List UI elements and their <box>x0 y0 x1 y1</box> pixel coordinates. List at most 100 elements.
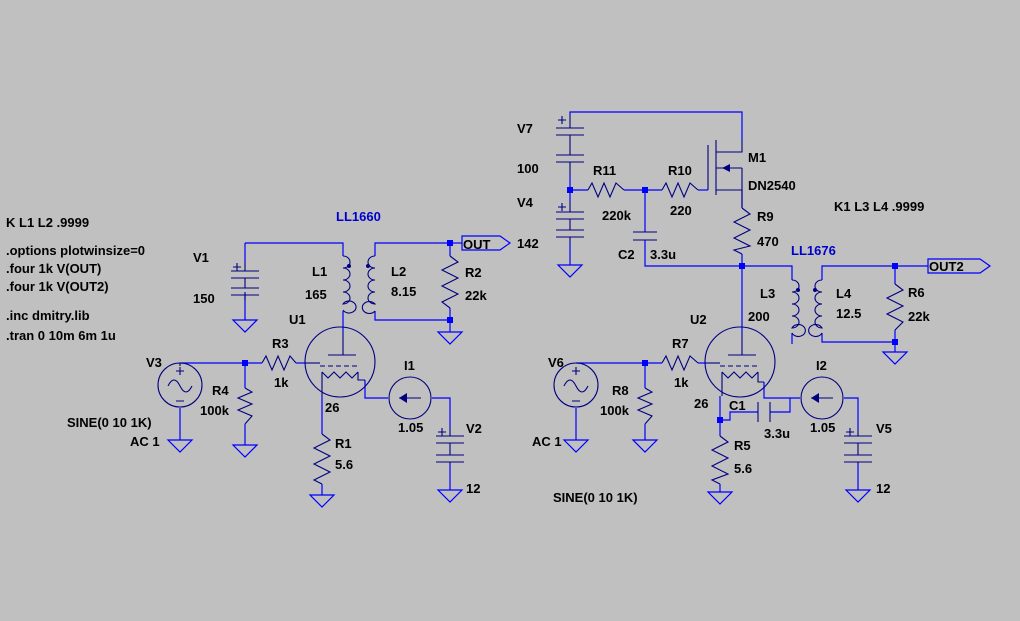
r1-value[interactable]: 5.6 <box>335 457 353 472</box>
directive-tran[interactable]: .tran 0 10m 6m 1u <box>6 328 116 343</box>
v1-value[interactable]: 150 <box>193 291 215 306</box>
l3-name[interactable]: L3 <box>760 286 775 301</box>
resistor-r4-symbol <box>236 387 254 425</box>
ground-symbol <box>881 351 909 365</box>
r7-name[interactable]: R7 <box>672 336 689 351</box>
net-label-out2[interactable]: OUT2 <box>929 259 964 274</box>
directive-inc[interactable]: .inc dmitry.lib <box>6 308 90 323</box>
r8-value[interactable]: 100k <box>600 403 630 418</box>
battery-v1-symbol <box>231 262 259 300</box>
resistor-r8-symbol <box>636 387 654 425</box>
l2-value[interactable]: 8.15 <box>391 284 416 299</box>
u1-name[interactable]: U1 <box>289 312 306 327</box>
c2-name[interactable]: C2 <box>618 247 635 262</box>
l4-name[interactable]: L4 <box>836 286 852 301</box>
c1-value[interactable]: 3.3u <box>764 426 790 441</box>
directive-options[interactable]: .options plotwinsize=0 <box>6 243 145 258</box>
directive-four-out2[interactable]: .four 1k V(OUT2) <box>6 279 109 294</box>
c2-value[interactable]: 3.3u <box>650 247 676 262</box>
v2-value[interactable]: 12 <box>466 481 480 496</box>
r3-name[interactable]: R3 <box>272 336 289 351</box>
r8-name[interactable]: R8 <box>612 383 629 398</box>
transformer-label-ll1676[interactable]: LL1676 <box>791 243 836 258</box>
v2-name[interactable]: V2 <box>466 421 482 436</box>
ground-symbol <box>556 264 584 278</box>
m1-value[interactable]: DN2540 <box>748 178 796 193</box>
r6-name[interactable]: R6 <box>908 285 925 300</box>
inductor-l3-symbol <box>791 279 806 338</box>
v7-value[interactable]: 100 <box>517 161 539 176</box>
l4-value[interactable]: 12.5 <box>836 306 861 321</box>
ground-symbol <box>231 444 259 458</box>
resistor-r7-symbol <box>661 354 699 372</box>
r1-name[interactable]: R1 <box>335 436 352 451</box>
r6-value[interactable]: 22k <box>908 309 930 324</box>
v5-value[interactable]: 12 <box>876 481 890 496</box>
r10-name[interactable]: R10 <box>668 163 692 178</box>
mosfet-m1-symbol <box>707 140 743 208</box>
r2-value[interactable]: 22k <box>465 288 487 303</box>
ground-symbol <box>706 491 734 505</box>
r2-name[interactable]: R2 <box>465 265 482 280</box>
junction-dot <box>739 263 745 269</box>
r7-value[interactable]: 1k <box>674 375 689 390</box>
u2-value[interactable]: 26 <box>694 396 708 411</box>
r10-value[interactable]: 220 <box>670 203 692 218</box>
m1-name[interactable]: M1 <box>748 150 766 165</box>
v1-name[interactable]: V1 <box>193 250 209 265</box>
c1-name[interactable]: C1 <box>729 398 746 413</box>
r3-value[interactable]: 1k <box>274 375 289 390</box>
resistor-r1-symbol <box>312 433 332 485</box>
directive-coupling-k1[interactable]: K1 L3 L4 .9999 <box>834 199 924 214</box>
r9-name[interactable]: R9 <box>757 209 774 224</box>
ground-symbol <box>436 489 464 503</box>
directive-four-out[interactable]: .four 1k V(OUT) <box>6 261 101 276</box>
r11-name[interactable]: R11 <box>593 163 616 178</box>
u2-name[interactable]: U2 <box>690 312 707 327</box>
net-label-out[interactable]: OUT <box>463 237 491 252</box>
v4-name[interactable]: V4 <box>517 195 534 210</box>
net-label-out2-flag[interactable] <box>927 258 992 274</box>
r9-value[interactable]: 470 <box>757 234 779 249</box>
r4-value[interactable]: 100k <box>200 403 230 418</box>
capacitor-c2-symbol <box>633 231 657 241</box>
v6-name[interactable]: V6 <box>548 355 564 370</box>
battery-v7-symbol <box>556 115 584 175</box>
v6-value[interactable]: SINE(0 10 1K) <box>553 490 638 505</box>
i2-name[interactable]: I2 <box>816 358 827 373</box>
resistor-r3-symbol <box>261 354 297 372</box>
ground-symbol <box>166 439 194 453</box>
junction-dot <box>567 187 573 193</box>
transformer-label-ll1660[interactable]: LL1660 <box>336 209 381 224</box>
u1-value[interactable]: 26 <box>325 400 339 415</box>
l2-name[interactable]: L2 <box>391 264 406 279</box>
v3-name[interactable]: V3 <box>146 355 162 370</box>
i1-name[interactable]: I1 <box>404 358 415 373</box>
v4-value[interactable]: 142 <box>517 236 539 251</box>
i1-value[interactable]: 1.05 <box>398 420 423 435</box>
ground-symbol <box>231 319 259 333</box>
ground-symbol <box>308 494 336 508</box>
directive-coupling-k[interactable]: K L1 L2 .9999 <box>6 215 89 230</box>
v6-ac[interactable]: AC 1 <box>532 434 562 449</box>
capacitor-c1-symbol <box>757 402 771 422</box>
r4-name[interactable]: R4 <box>212 383 229 398</box>
net-label-out-flag[interactable] <box>461 235 512 251</box>
v3-ac[interactable]: AC 1 <box>130 434 160 449</box>
v3-value[interactable]: SINE(0 10 1K) <box>67 415 152 430</box>
r11-value[interactable]: 220k <box>602 208 632 223</box>
r5-value[interactable]: 5.6 <box>734 461 752 476</box>
l1-value[interactable]: 165 <box>305 287 327 302</box>
right-circuit <box>553 111 992 505</box>
l1-name[interactable]: L1 <box>312 264 327 279</box>
resistor-r5-symbol <box>710 435 730 485</box>
junction-dot <box>447 317 453 323</box>
r5-name[interactable]: R5 <box>734 438 751 453</box>
v5-name[interactable]: V5 <box>876 421 892 436</box>
ground-symbol <box>436 320 464 345</box>
junction-dot <box>892 263 898 269</box>
i2-value[interactable]: 1.05 <box>810 420 835 435</box>
v7-name[interactable]: V7 <box>517 121 533 136</box>
current-source-i2-symbol <box>800 376 844 420</box>
l3-value[interactable]: 200 <box>748 309 770 324</box>
